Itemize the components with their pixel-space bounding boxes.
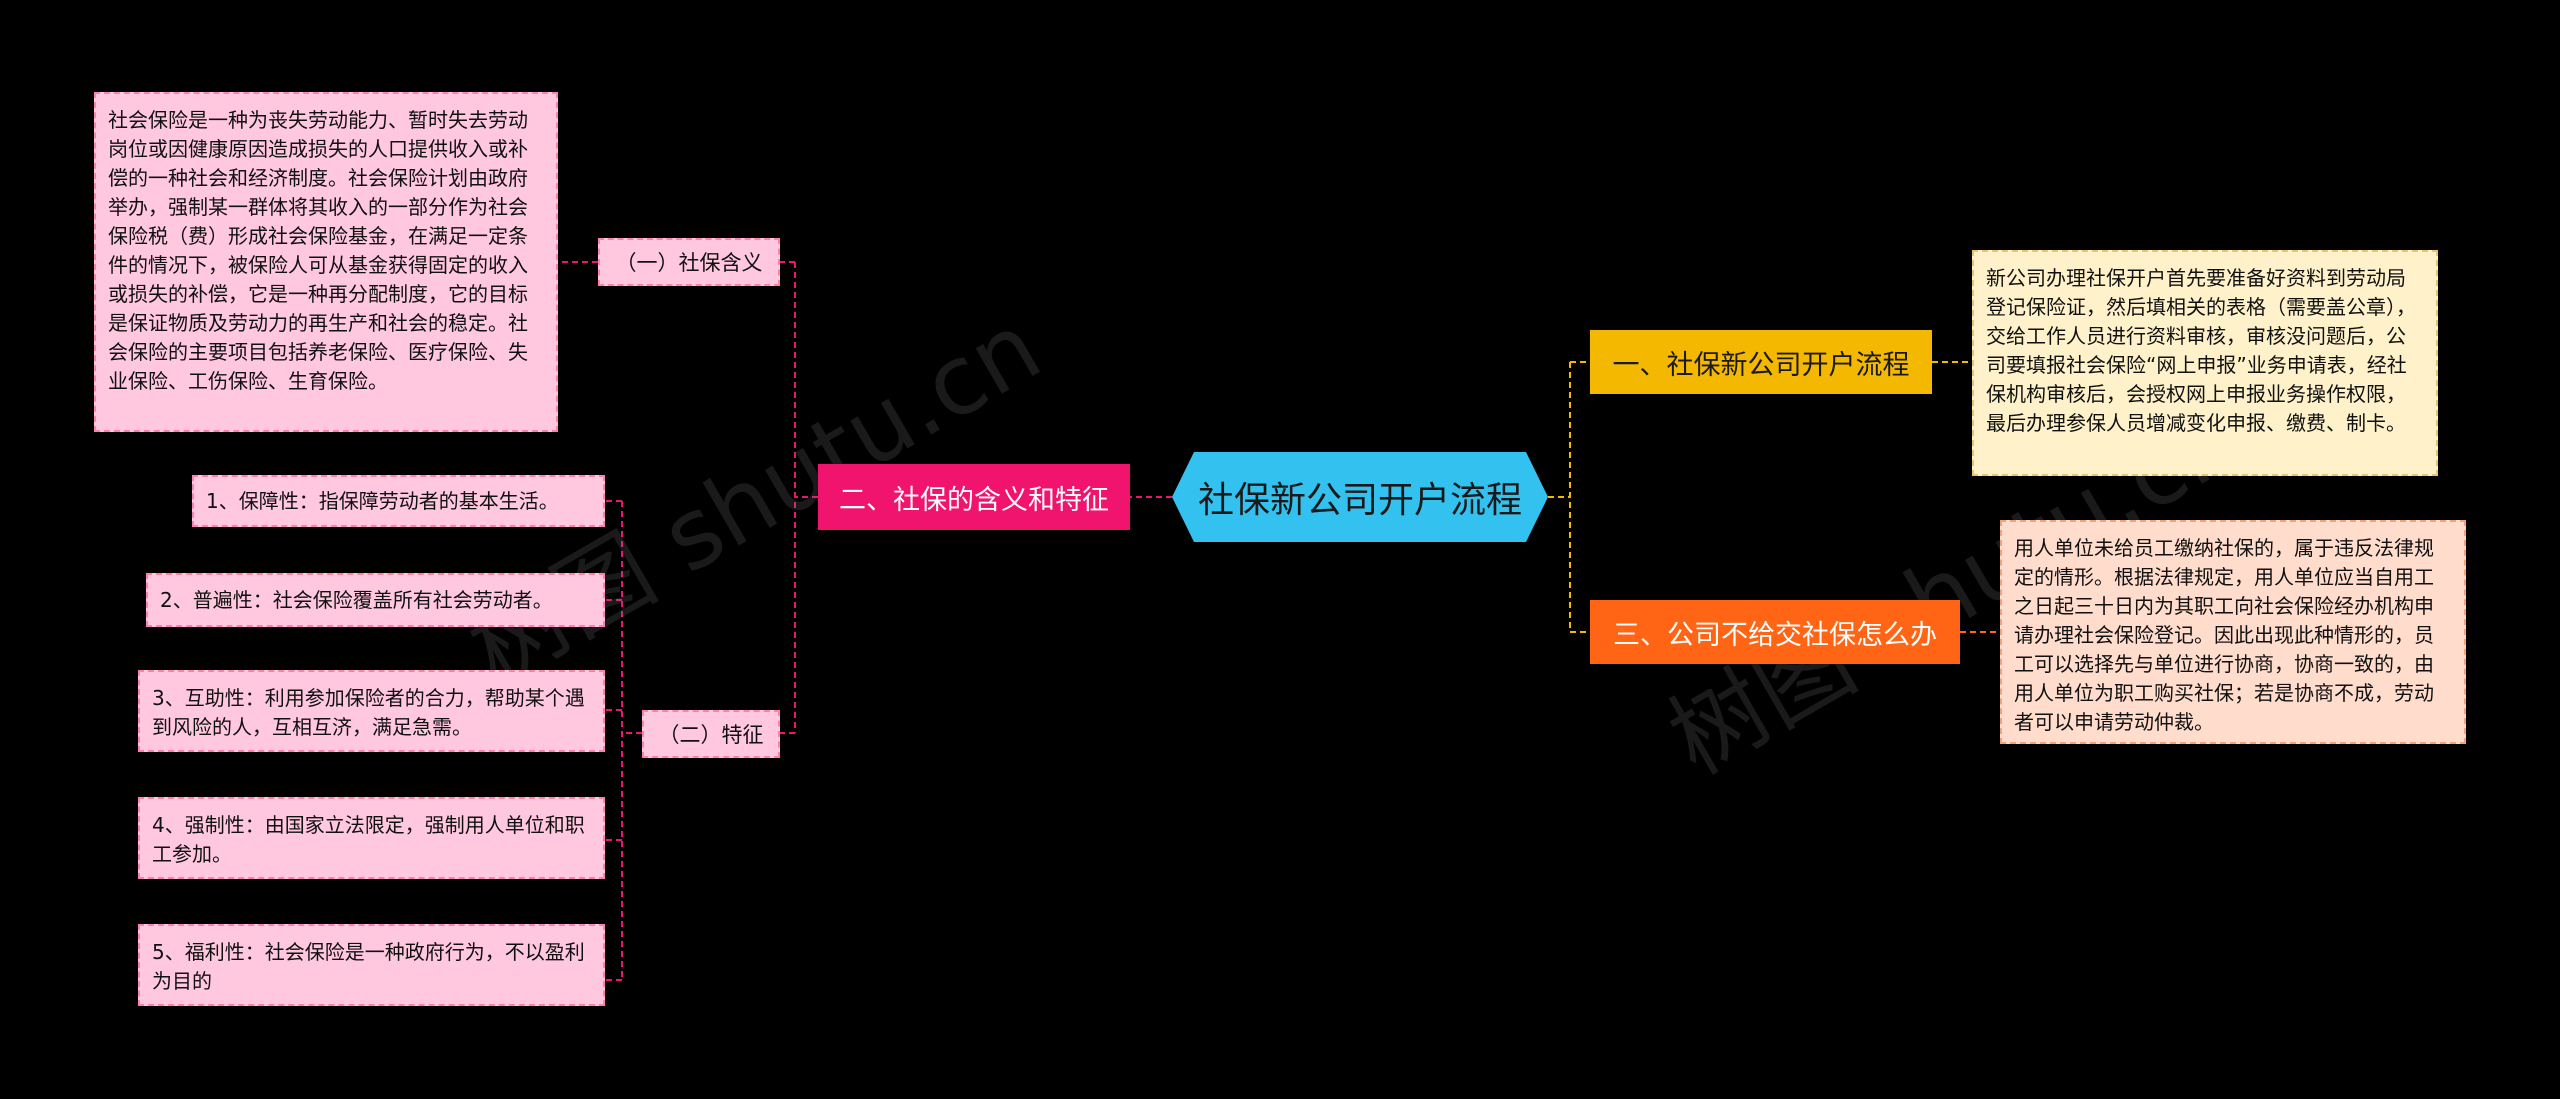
feature-item-text: 5、福利性：社会保险是一种政府行为，不以盈利为目的	[152, 940, 585, 993]
branch-b2-label: 二、社保的含义和特征	[839, 484, 1109, 516]
branch-b1-label: 一、社保新公司开户流程	[1612, 349, 1910, 381]
sub-features[interactable]: （二）特征	[642, 710, 780, 758]
branch-b2[interactable]: 二、社保的含义和特征	[818, 464, 1130, 530]
feature-item: 5、福利性：社会保险是一种政府行为，不以盈利为目的	[138, 924, 605, 1006]
feature-item: 1、保障性：指保障劳动者的基本生活。	[192, 475, 605, 527]
branch-b1[interactable]: 一、社保新公司开户流程	[1590, 330, 1932, 394]
feature-item: 2、普遍性：社会保险覆盖所有社会劳动者。	[146, 573, 605, 627]
sub-features-label: （二）特征	[658, 723, 764, 747]
root-shape	[1172, 452, 1548, 542]
sub-meaning[interactable]: （一）社保含义	[598, 238, 780, 286]
feature-item-text: 2、普遍性：社会保险覆盖所有社会劳动者。	[160, 587, 553, 612]
feature-item-text: 3、互助性：利用参加保险者的合力，帮助某个遇到风险的人，互相互济，满足急需。	[152, 686, 585, 739]
root-node[interactable]: 社保新公司开户流程	[1172, 452, 1548, 542]
feature-item: 3、互助性：利用参加保险者的合力，帮助某个遇到风险的人，互相互济，满足急需。	[138, 670, 605, 752]
meaning-detail: 社会保险是一种为丧失劳动能力、暂时失去劳动岗位或因健康原因造成损失的人口提供收入…	[94, 92, 558, 432]
feature-item-text: 4、强制性：由国家立法限定，强制用人单位和职工参加。	[152, 813, 585, 866]
b3-detail: 用人单位未给员工缴纳社保的，属于违反法律规定的情形。根据法律规定，用人单位应当自…	[2000, 520, 2466, 744]
feature-item: 4、强制性：由国家立法限定，强制用人单位和职工参加。	[138, 797, 605, 879]
b3-detail-text: 用人单位未给员工缴纳社保的，属于违反法律规定的情形。根据法律规定，用人单位应当自…	[2014, 536, 2434, 734]
connector-root-right	[1548, 361, 1590, 633]
sub-meaning-label: （一）社保含义	[615, 251, 763, 275]
branch-b3[interactable]: 三、公司不给交社保怎么办	[1590, 600, 1960, 664]
branch-b3-label: 三、公司不给交社保怎么办	[1613, 619, 1937, 651]
connector-sub2-items	[605, 500, 642, 981]
feature-item-text: 1、保障性：指保障劳动者的基本生活。	[206, 488, 559, 513]
meaning-detail-text: 社会保险是一种为丧失劳动能力、暂时失去劳动岗位或因健康原因造成损失的人口提供收入…	[108, 108, 528, 393]
b1-detail: 新公司办理社保开户首先要准备好资料到劳动局登记保险证，然后填相关的表格（需要盖公…	[1972, 250, 2438, 476]
root-title: 社保新公司开户流程	[1197, 480, 1522, 521]
connector-b2-subs	[780, 261, 818, 734]
b1-detail-text: 新公司办理社保开户首先要准备好资料到劳动局登记保险证，然后填相关的表格（需要盖公…	[1986, 266, 2416, 435]
